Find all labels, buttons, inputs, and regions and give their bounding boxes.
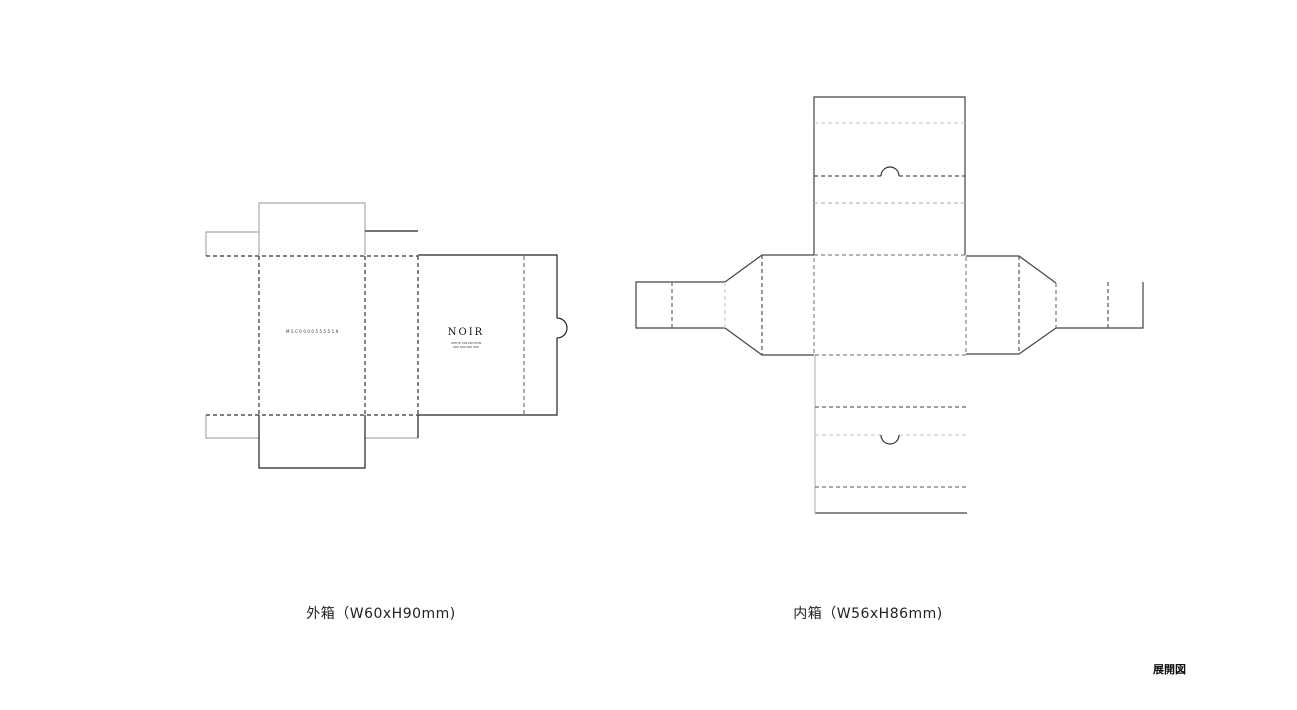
outer-box-brand: NOIR (447, 327, 485, 338)
outer-box-brand-sub2: 000 000 000 000 (453, 345, 479, 349)
outer-box-dieline (205, 202, 568, 469)
page-caption: 展開図 (1153, 663, 1186, 676)
outer-box-brand-sub1: WHITE COLLECTION (451, 341, 481, 345)
inner-box-label: 内箱（W56xH86mm) (793, 606, 943, 622)
outer-box-side-text: MSC0000555519 (286, 329, 340, 334)
inner-box-dieline (635, 96, 1144, 514)
outer-box-label: 外箱（W60xH90mm) (306, 606, 456, 622)
